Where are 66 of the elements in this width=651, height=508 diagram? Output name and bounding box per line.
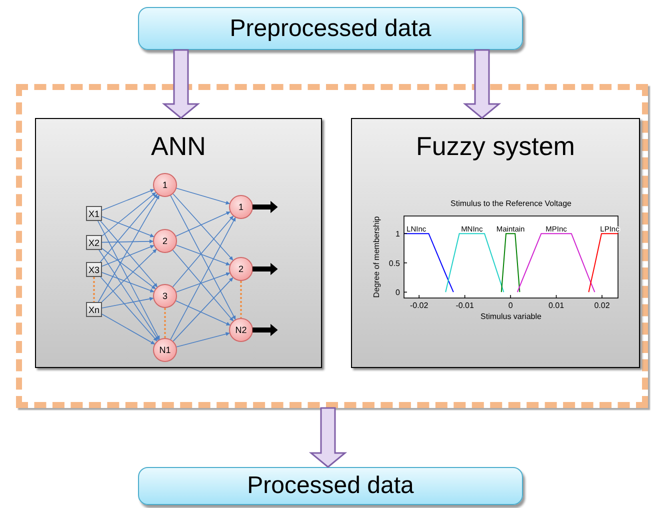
neuron-circle: 1 xyxy=(153,173,177,197)
dashed-group-frame xyxy=(16,84,648,408)
dotted-line xyxy=(240,281,242,318)
neuron-circle: N1 xyxy=(153,338,177,362)
connector-arrow xyxy=(176,300,230,326)
connector-arrow xyxy=(98,220,160,340)
block-arrow xyxy=(462,49,502,119)
connector-arrow xyxy=(170,217,236,340)
neuron-circle: 2 xyxy=(153,229,177,253)
connector-arrow xyxy=(176,244,230,266)
block-arrow xyxy=(308,407,348,468)
tick-label: 0 xyxy=(508,301,513,310)
connector-arrow xyxy=(176,272,230,292)
connector-arrow xyxy=(100,194,158,262)
input-box: Xn xyxy=(86,302,102,317)
block-arrow xyxy=(162,49,200,119)
axis-label: Degree of membership xyxy=(372,216,381,298)
data-box: Preprocessed data xyxy=(138,7,523,50)
tick-label: 0.5 xyxy=(388,258,400,268)
connector-arrow xyxy=(176,188,230,205)
connector-arrow xyxy=(176,212,230,236)
dotted-line xyxy=(93,277,95,302)
output-arrow xyxy=(252,262,278,276)
tick-label: 0.01 xyxy=(548,301,564,310)
connector-arrow xyxy=(102,216,154,238)
connector-arrow xyxy=(172,216,234,288)
model-panel xyxy=(351,118,640,368)
panel-title: ANN xyxy=(151,131,206,162)
neuron-circle: 2 xyxy=(229,257,253,281)
connector-arrow xyxy=(102,296,154,308)
input-box: X2 xyxy=(86,235,102,250)
tick-label: -0.02 xyxy=(410,301,428,310)
connector-arrow xyxy=(170,195,236,320)
neuron-circle: 3 xyxy=(153,284,177,308)
tick-label: 0 xyxy=(396,288,400,298)
connector-arrow xyxy=(101,248,157,302)
axis-label: Stimulus variable xyxy=(480,312,542,321)
connector-arrow xyxy=(172,250,234,322)
connector-arrow xyxy=(102,248,156,290)
connector-arrow xyxy=(102,314,155,344)
connector-arrow xyxy=(172,277,234,342)
dotted-line xyxy=(164,308,166,338)
output-arrow xyxy=(252,200,278,214)
connector-arrow xyxy=(98,195,160,302)
connector-arrow xyxy=(98,250,159,340)
panel-title: Fuzzy system xyxy=(416,131,575,162)
data-box: Processed data xyxy=(138,467,523,505)
connector-arrow xyxy=(100,220,158,288)
input-box: X3 xyxy=(86,262,102,277)
connector-arrow xyxy=(176,332,230,348)
connector-arrow xyxy=(102,272,154,292)
neuron-circle: 1 xyxy=(229,195,253,219)
tick-label: 1 xyxy=(396,230,400,239)
chart-title: Stimulus to the Reference Voltage xyxy=(450,199,572,208)
connector-arrow xyxy=(172,194,234,260)
connector-arrow xyxy=(102,188,154,211)
output-arrow xyxy=(252,324,278,336)
tick-label: -0.01 xyxy=(456,301,474,310)
model-panel xyxy=(35,118,322,368)
connector-arrow xyxy=(102,244,154,267)
connector-arrow xyxy=(102,192,156,236)
connector-arrow xyxy=(100,276,158,342)
input-box: X1 xyxy=(86,206,102,221)
neuron-circle: N2 xyxy=(229,318,253,342)
connector-arrow xyxy=(102,239,154,244)
tick-label: 0.02 xyxy=(594,301,610,310)
